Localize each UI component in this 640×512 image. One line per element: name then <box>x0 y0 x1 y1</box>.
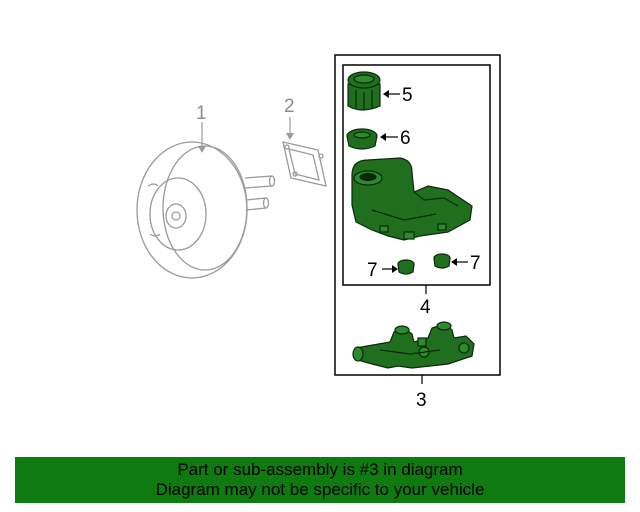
callout-arrow-1 <box>198 146 206 153</box>
callout-arrow-5 <box>383 90 389 98</box>
callout-6: 6 <box>400 128 411 149</box>
callout-arrow-2 <box>286 133 294 140</box>
callout-7-right: 7 <box>470 253 481 274</box>
callout-2: 2 <box>284 96 295 117</box>
banner-line-2: Diagram may not be specific to your vehi… <box>155 480 485 499</box>
cap-seal <box>346 128 378 150</box>
booster-gasket <box>282 141 327 187</box>
callout-arrow-7b <box>451 258 457 266</box>
assembly-4-frame <box>342 64 491 286</box>
assembly-3-frame <box>334 54 501 376</box>
callout-3: 3 <box>416 390 427 411</box>
banner-line-1: Part or sub-assembly is #3 in diagram <box>177 460 463 479</box>
info-banner: Part or sub-assembly is #3 in diagram Di… <box>15 457 625 503</box>
callout-arrow-6 <box>380 133 386 141</box>
reservoir-cap <box>347 71 381 111</box>
master-cylinder <box>352 321 475 369</box>
callout-7-left: 7 <box>367 260 378 281</box>
grommet-right <box>433 253 451 269</box>
brake-booster <box>136 141 276 279</box>
callout-5: 5 <box>402 85 413 106</box>
callout-1: 1 <box>196 103 207 124</box>
fluid-reservoir <box>351 157 473 241</box>
grommet-left <box>397 259 415 275</box>
callout-arrow-7a <box>392 265 398 273</box>
callout-4: 4 <box>420 297 431 318</box>
